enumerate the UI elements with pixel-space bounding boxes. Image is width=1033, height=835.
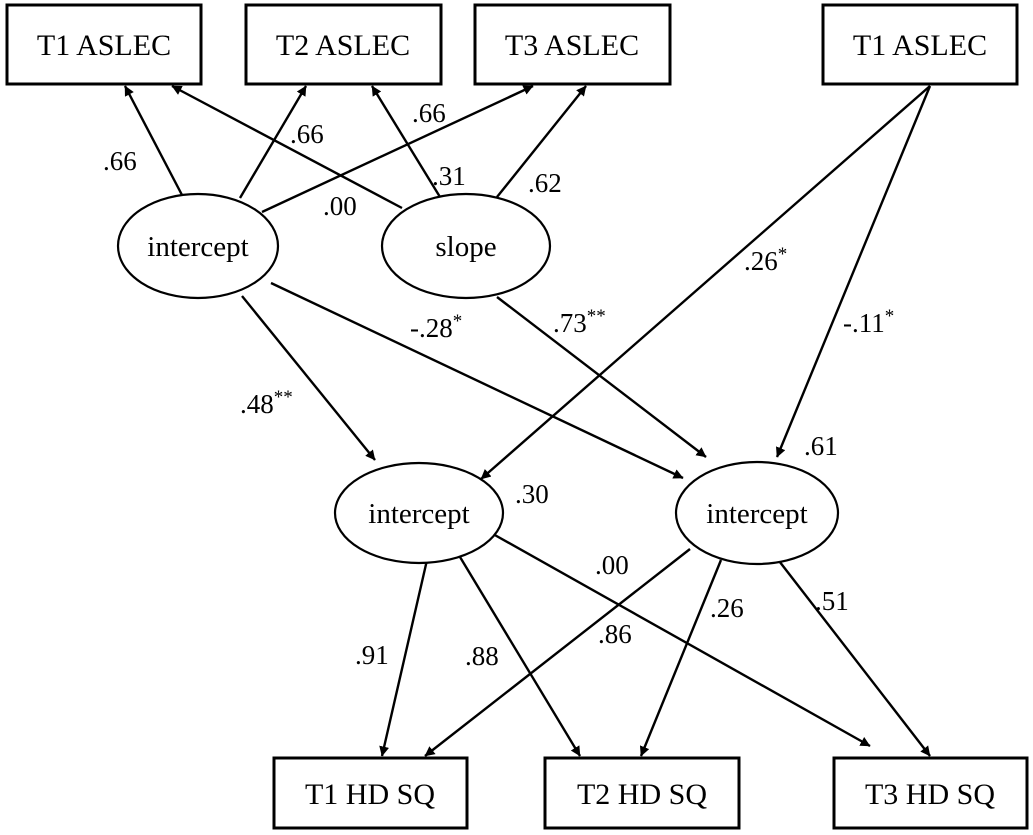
node-label: T3 HD SQ bbox=[865, 778, 995, 811]
node-label: T1 ASLEC bbox=[853, 29, 987, 62]
path-label-aslec-mid-left: .26* bbox=[744, 244, 787, 276]
node-label: T2 HD SQ bbox=[577, 778, 707, 811]
arrow-midleft-t3-hdsq bbox=[492, 532, 871, 748]
path-label-residual-mid-left: .30 bbox=[515, 479, 549, 509]
node-t2-hdsq: T2 HD SQ bbox=[543, 756, 741, 830]
node-label: intercept bbox=[368, 498, 469, 530]
node-t3-hdsq: T3 HD SQ bbox=[832, 756, 1029, 830]
arrow-intercept-t1-aslec bbox=[123, 85, 184, 196]
path-label-midright-t1-hdsq: .86 bbox=[598, 619, 632, 649]
node-t1-aslec-right: T1 ASLEC bbox=[821, 3, 1019, 86]
arrow-intercept-t3-aslec bbox=[261, 84, 534, 214]
arrow-slope-mid-right bbox=[496, 296, 707, 458]
path-label-aslec-mid-right: -.11* bbox=[843, 306, 894, 338]
node-t1-aslec-left: T1 ASLEC bbox=[5, 3, 203, 86]
node-t1-hdsq: T1 HD SQ bbox=[272, 756, 469, 830]
node-label: T1 ASLEC bbox=[37, 29, 171, 62]
arrow-aslec-mid-left bbox=[480, 85, 931, 480]
path-label-midleft-t2-hdsq: .88 bbox=[465, 641, 499, 671]
arrows bbox=[123, 84, 932, 757]
path-label-intercept-mid-left: .48** bbox=[240, 387, 293, 419]
arrow-slope-t2-aslec bbox=[370, 85, 442, 198]
arrow-midleft-t1-hdsq bbox=[379, 559, 429, 757]
arrow-aslec-mid-right bbox=[775, 85, 932, 458]
path-label-slope-mid-right: .73** bbox=[553, 306, 606, 338]
node-label: intercept bbox=[706, 498, 807, 530]
path-label-slope-t2: .31 bbox=[432, 161, 466, 191]
path-label-midleft-t1-hdsq: .91 bbox=[355, 640, 389, 670]
arrow-intercept-mid-left bbox=[241, 295, 376, 461]
arrow-intercept-t2-aslec bbox=[238, 85, 308, 199]
path-label-slope-t1: .66 bbox=[412, 98, 446, 128]
arrow-slope-t3-aslec bbox=[496, 85, 587, 198]
path-label-midright-t3-hdsq: .51 bbox=[815, 586, 849, 616]
arrow-midleft-t2-hdsq bbox=[458, 556, 582, 757]
node-t2-aslec: T2 ASLEC bbox=[244, 3, 443, 86]
node-label: T1 HD SQ bbox=[305, 778, 435, 811]
path-label-intercept-t3: .00 bbox=[323, 191, 357, 221]
node-intercept-mid-right: intercept bbox=[674, 460, 840, 566]
path-label-midright-t2-hdsq: .26 bbox=[710, 593, 744, 623]
path-labels: .66 .66 .00 .66 .31 .62 .48** -.28* .73*… bbox=[103, 98, 894, 671]
path-label-intercept-mid-right: -.28* bbox=[410, 311, 462, 343]
path-label-slope-t3: .62 bbox=[528, 168, 562, 198]
path-label-intercept-t1: .66 bbox=[103, 146, 137, 176]
path-label-residual-mid-right: .61 bbox=[804, 431, 838, 461]
arrow-midright-t1-hdsq bbox=[424, 548, 691, 757]
path-label-intercept-t2: .66 bbox=[290, 119, 324, 149]
node-label: T3 ASLEC bbox=[505, 29, 639, 62]
arrow-intercept-mid-right bbox=[270, 281, 684, 480]
node-slope: slope bbox=[380, 192, 552, 300]
arrow-midright-t2-hdsq bbox=[639, 559, 723, 757]
arrow-slope-t1-aslec bbox=[171, 84, 403, 210]
path-label-midleft-t3-hdsq: .00 bbox=[595, 550, 629, 580]
node-label: T2 ASLEC bbox=[276, 29, 410, 62]
node-label: intercept bbox=[147, 231, 248, 263]
node-t3-aslec: T3 ASLEC bbox=[473, 3, 672, 86]
arrow-midright-t3-hdsq bbox=[775, 556, 931, 757]
node-intercept-mid-left: intercept bbox=[333, 461, 505, 565]
node-intercept-top: intercept bbox=[116, 192, 280, 300]
node-label: slope bbox=[435, 231, 496, 263]
